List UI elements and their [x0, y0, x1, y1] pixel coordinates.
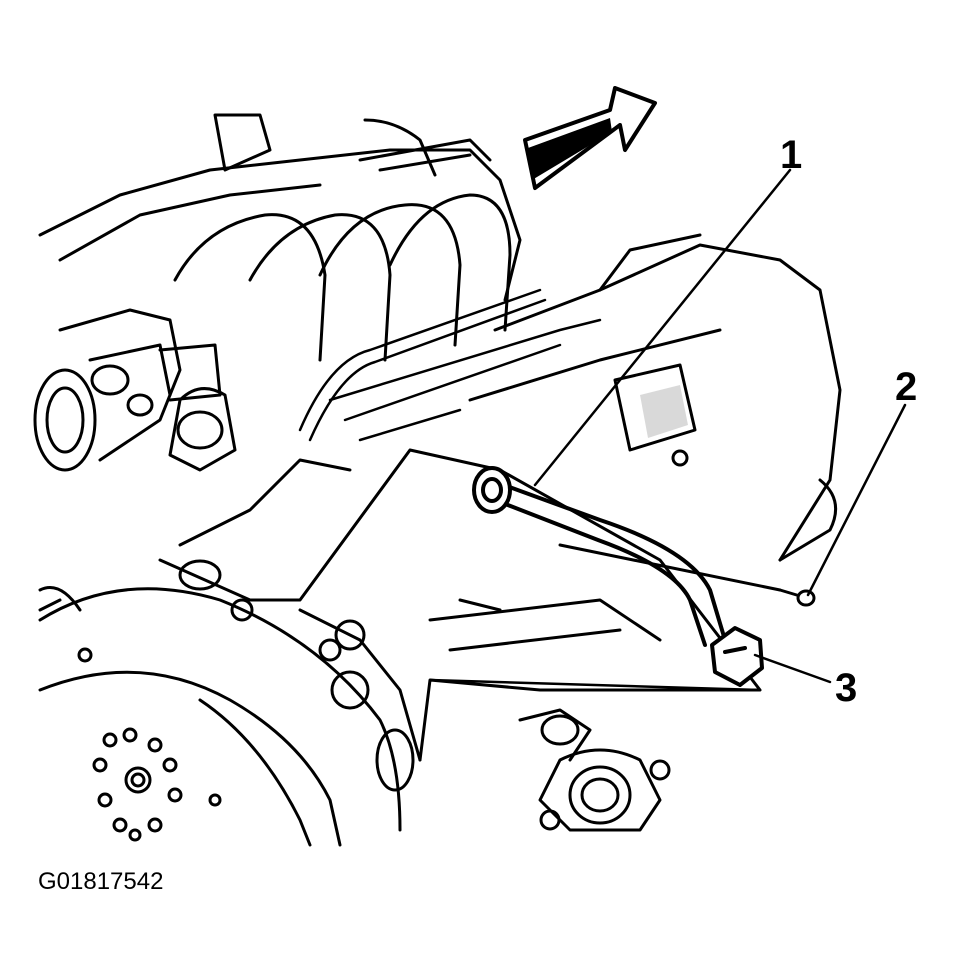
callout-label-1: 1: [780, 133, 803, 177]
intake-manifold: [38, 113, 522, 362]
valve-cover-right: [468, 233, 842, 562]
callout-2-bolt: [558, 543, 816, 607]
exhaust-pipe: [38, 587, 415, 847]
callout-1-tube: [472, 466, 727, 647]
flexplate: [38, 586, 312, 847]
callout-label-3: 3: [835, 666, 858, 710]
direction-arrow-icon: [523, 86, 657, 190]
callout-label-2: 2: [895, 365, 918, 409]
engine-block: [158, 448, 762, 832]
throttle-body: [33, 308, 237, 472]
figure-id: G01817542: [38, 868, 164, 895]
wiring-harness: [298, 288, 602, 442]
callout-3-fitting-nut: [710, 626, 764, 687]
leader-lines: [298, 168, 907, 692]
